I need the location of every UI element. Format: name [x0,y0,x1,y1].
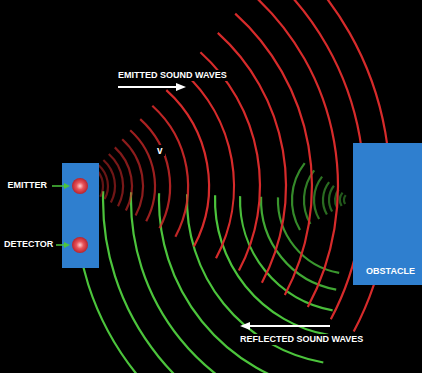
emitter-element [72,178,88,194]
wave-arc [253,0,338,307]
wave-arc [235,14,312,295]
obstacle-box: OBSTACLE [353,143,422,285]
wave-arc [278,197,339,273]
wave-arc [261,197,336,290]
wave-arc [340,193,343,206]
heading-label: EMITTED SOUND WAVES [116,70,229,81]
direction-arrow [248,325,330,327]
heading-label: REFLECTED SOUND WAVES [238,334,365,345]
wave-arc [99,165,108,199]
leader-arrowhead [64,183,70,189]
wave-arc [329,186,334,212]
direction-arrow [118,86,178,88]
wave-arc [131,192,314,373]
wave-arc [314,177,322,219]
wave-arc [152,106,188,237]
leader-arrowhead [64,242,70,248]
wave-arc [115,147,132,210]
leader-arrow [52,185,66,187]
part-label: EMITTER [6,180,50,191]
wave-arc [166,90,209,247]
wave-arc [344,195,346,204]
direction-arrowhead [176,83,186,91]
direction-arrowhead [240,322,250,330]
part-label: DETECTOR [2,239,55,250]
wave-arc [122,139,143,215]
wave-arc [323,182,329,214]
wave-arc [130,130,155,221]
wave-arc [183,72,234,259]
sensor-unit [62,163,99,268]
detector-element [72,237,88,253]
wave-arc [200,52,260,270]
wave-arc [75,190,304,373]
wave-arc [140,119,170,228]
wave-arc [103,160,115,202]
wave-arc [109,154,123,206]
wave-arc [292,163,305,230]
wave-arc [270,0,364,319]
obstacle-label: OBSTACLE [353,266,422,277]
velocity-symbol: v [155,145,165,156]
